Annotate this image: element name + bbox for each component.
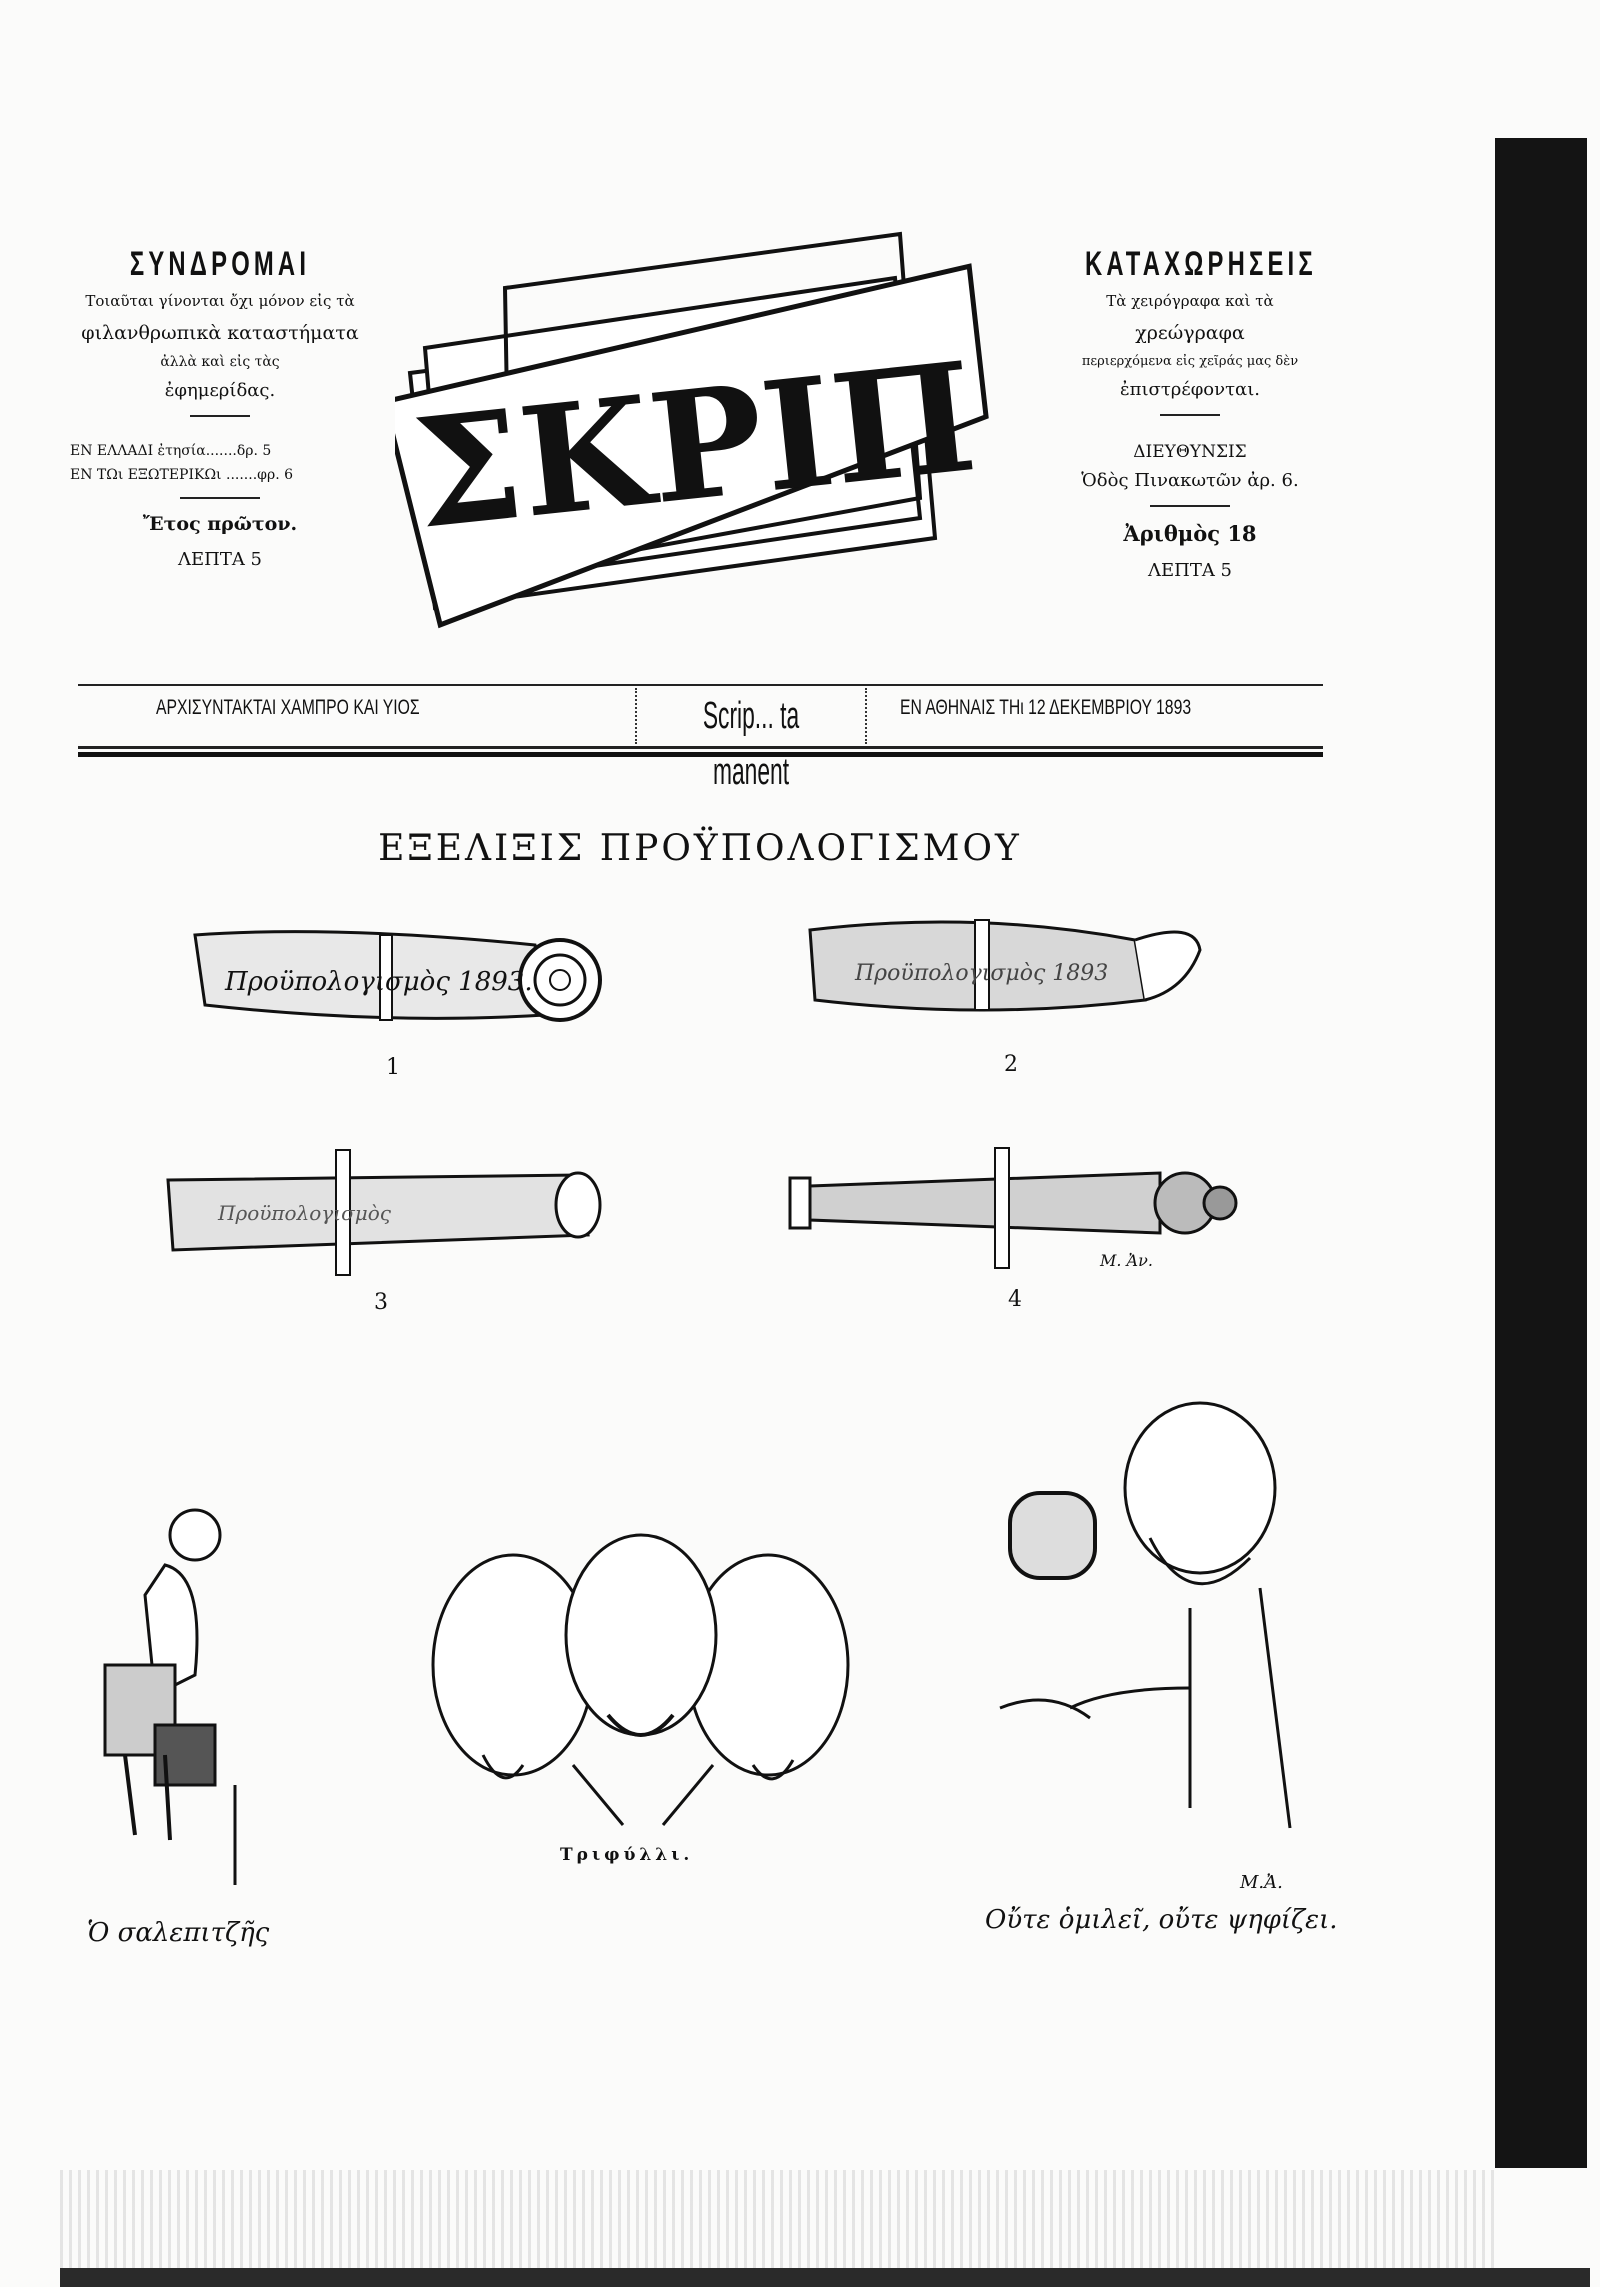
divider	[1160, 414, 1220, 416]
subscriptions-heading: ΣΥΝΔΡΟΜΑΙ	[129, 245, 311, 283]
figure-number: 4	[1008, 1287, 1022, 1312]
svg-text:Προϋπολογισμὸς: Προϋπολογισμὸς	[217, 1201, 392, 1225]
subscriptions-line: Τοιαῦται γίνονται ὄχι μόνον εἰς τὰ	[85, 292, 355, 310]
year-label: Ἔτος πρῶτον.	[142, 513, 298, 535]
cannon-illustration-4: Μ. Ἀν.	[788, 1147, 1238, 1270]
price-domestic: ΕΝ ΕΛΛΑΔΙ ἐτησία.......δρ. 5	[70, 443, 272, 459]
subscriptions-column: ΣΥΝΔΡΟΜΑΙ Τοιαῦται γίνονται ὄχι μόνον εἰ…	[70, 245, 370, 570]
masthead-logo: ΣΚΡΙΠ	[395, 231, 989, 629]
advertisements-line: περιερχόμενα εἰς χεῖράς μας δὲν	[1081, 354, 1299, 369]
divider	[1150, 505, 1230, 507]
figure-number: 1	[386, 1055, 400, 1080]
dateline: ΕΝ ΑΘΗΝΑΙΣ ΤΗι 12 ΔΕΚΕΜΒΡΙΟΥ 1893	[900, 696, 1192, 719]
divider	[190, 415, 250, 417]
figure-number: 2	[1004, 1052, 1018, 1077]
cartoon-caption: Ὁ σαλεπιτζῆς	[87, 1918, 270, 1948]
motto: Scrip... ta manent	[635, 688, 867, 793]
address: Ὁδὸς Πινακωτῶν ἀρ. 6.	[1081, 470, 1299, 491]
address-heading: ΔΙΕΥΘΥΝΣΙΣ	[1133, 442, 1247, 462]
svg-text:Μ. Ἀν.: Μ. Ἀν.	[1099, 1251, 1153, 1270]
divider	[78, 752, 1323, 757]
cartoon-caption: Τριφύλλι.	[560, 1845, 694, 1865]
price-foreign: ΕΝ ΤΩι ΕΞΩΤΕΡΙΚΩι .......φρ. 6	[70, 467, 293, 483]
advertisements-line: χρεώγραφα	[1135, 322, 1245, 344]
figure-number: 3	[374, 1290, 388, 1315]
svg-text:Μ.Ἀ.: Μ.Ἀ.	[1239, 1872, 1283, 1893]
divider	[180, 497, 260, 499]
masthead-banner: ΑΡΧΙΣΥΝΤΑΚΤΑΙ ΧΑΜΠΡΟ ΚΑΙ ΥΙΟΣ Scrip... t…	[78, 684, 1323, 793]
advertisements-heading: ΚΑΤΑΧΩΡΗΣΕΙΣ	[1085, 245, 1317, 283]
advertisements-line: ἐπιστρέφονται.	[1120, 379, 1260, 400]
cartoon-salepitzis	[103, 1508, 237, 1885]
price-label: ΛΕΠΤΑ 5	[1147, 560, 1232, 581]
scroll-illustration-3: Προϋπολογισμὸς	[166, 1149, 602, 1276]
svg-text:Προϋπολογισμὸς 1893: Προϋπολογισμὸς 1893	[854, 961, 1108, 986]
cartoon-three-heads	[431, 1533, 850, 1826]
divider	[78, 746, 1323, 749]
cartoon-padlocked-man: Μ.Ἀ.	[999, 1401, 1292, 1893]
subscriptions-line: ἀλλὰ καὶ εἰς τὰς	[160, 354, 280, 370]
subscriptions-line: φιλανθρωπικὰ καταστήματα	[81, 322, 359, 344]
scroll-illustration-1: Προϋπολογισμὸς 1893.	[193, 930, 602, 1022]
issue-number: Ἀριθμὸς 18	[1123, 521, 1257, 546]
article-title: ΕΞΕΛΙΞΙΣ ΠΡΟΫΠΟΛΟΓΙΣΜΟΥ	[378, 828, 1022, 869]
svg-text:Προϋπολογισμὸς 1893.: Προϋπολογισμὸς 1893.	[224, 967, 533, 997]
advertisements-column: ΚΑΤΑΧΩΡΗΣΕΙΣ Τὰ χειρόγραφα καὶ τὰ χρεώγρ…	[1040, 245, 1340, 581]
scan-edge-shadow	[1495, 138, 1587, 2168]
scan-edge-shadow	[60, 2268, 1590, 2287]
editor-line: ΑΡΧΙΣΥΝΤΑΚΤΑΙ ΧΑΜΠΡΟ ΚΑΙ ΥΙΟΣ	[156, 696, 420, 719]
advertisements-line: Τὰ χειρόγραφα καὶ τὰ	[1106, 292, 1274, 310]
scan-noise	[60, 2170, 1500, 2280]
price-label: ΛΕΠΤΑ 5	[177, 549, 262, 570]
subscriptions-line: ἐφημερίδας.	[164, 380, 276, 401]
cartoon-caption: Οὔτε ὁμιλεῖ, οὔτε ψηφίζει.	[985, 1905, 1338, 1935]
scroll-illustration-2: Προϋπολογισμὸς 1893	[808, 919, 1202, 1012]
